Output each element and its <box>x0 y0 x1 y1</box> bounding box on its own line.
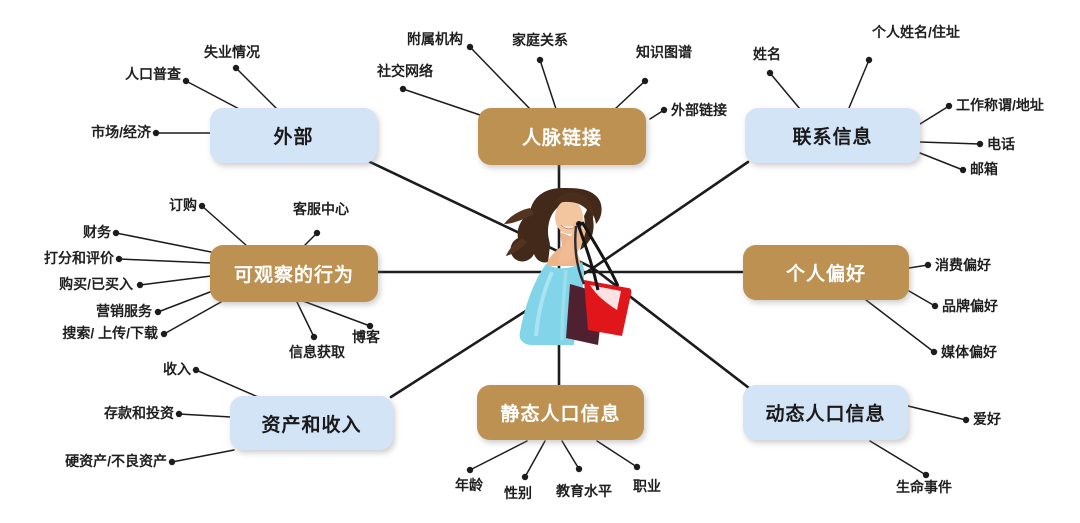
leaf-family-relations: 家庭关系 <box>512 32 568 48</box>
leaf-phone: 电话 <box>987 136 1015 152</box>
leaf-search-upload-download: 搜索/ 上传/下载 <box>62 325 158 341</box>
leaf-education: 教育水平 <box>556 483 612 499</box>
leaf-external-links: 外部链接 <box>671 102 727 118</box>
leaf-name: 姓名 <box>753 46 781 62</box>
leaf-purchases: 购买/已买入 <box>59 276 133 292</box>
node-personal-preference: 个人偏好 <box>743 245 909 300</box>
leaf-orders: 订购 <box>169 197 197 213</box>
leaf-personal-name-address: 个人姓名/住址 <box>872 24 960 40</box>
node-observable-behavior: 可观察的行为 <box>210 245 378 302</box>
leaf-ratings-reviews: 打分和评价 <box>44 250 114 266</box>
node-label: 联系信息 <box>792 127 873 148</box>
leaf-affiliated-org: 附属机构 <box>407 31 463 47</box>
leaf-life-events: 生命事件 <box>896 479 952 495</box>
leaf-hard-bad-assets: 硬资产/不良资产 <box>65 453 167 469</box>
node-label: 静态人口信息 <box>500 404 621 425</box>
node-dynamic-demographics: 动态人口信息 <box>743 385 908 440</box>
leaf-hobbies: 爱好 <box>973 411 1001 427</box>
leaf-marketing-services: 营销服务 <box>96 303 152 319</box>
leaf-blog: 博客 <box>352 329 380 345</box>
leaf-social-network: 社交网络 <box>377 63 433 79</box>
node-label: 可观察的行为 <box>233 265 354 286</box>
leaf-unemployment: 失业情况 <box>204 44 260 60</box>
leaf-email: 邮箱 <box>970 161 998 177</box>
leaf-media-preference: 媒体偏好 <box>941 344 997 360</box>
leaf-age: 年龄 <box>455 477 483 493</box>
node-social-connections: 人脉链接 <box>478 108 646 165</box>
leaf-savings-investments: 存款和投资 <box>104 405 174 421</box>
node-static-demographics: 静态人口信息 <box>477 385 644 440</box>
woman-with-shopping-bags-photo <box>504 188 632 345</box>
node-assets-and-income: 资产和收入 <box>230 396 393 450</box>
leaf-gender: 性别 <box>504 485 532 501</box>
leaf-info-acquisition: 信息获取 <box>289 344 345 360</box>
leaf-market-economy: 市场/经济 <box>91 124 151 140</box>
leaf-brand-preference: 品牌偏好 <box>942 298 998 314</box>
leaf-occupation: 职业 <box>633 478 661 494</box>
leaf-finance: 财务 <box>83 224 111 240</box>
leaf-census: 人口普查 <box>125 66 181 82</box>
leaf-knowledge-graph: 知识图谱 <box>636 44 692 60</box>
node-contact-info: 联系信息 <box>745 108 920 163</box>
node-label: 外部 <box>273 127 314 148</box>
node-external: 外部 <box>210 108 377 163</box>
leaf-customer-service: 客服中心 <box>293 201 349 217</box>
node-label: 个人偏好 <box>785 264 866 285</box>
node-label: 人脉链接 <box>521 128 602 149</box>
leaf-income: 收入 <box>163 361 191 377</box>
node-label: 动态人口信息 <box>765 404 886 425</box>
node-label: 资产和收入 <box>261 414 362 436</box>
leaf-job-title-address: 工作称谓/地址 <box>956 97 1044 113</box>
leaf-consumption-preference: 消费偏好 <box>935 257 991 273</box>
